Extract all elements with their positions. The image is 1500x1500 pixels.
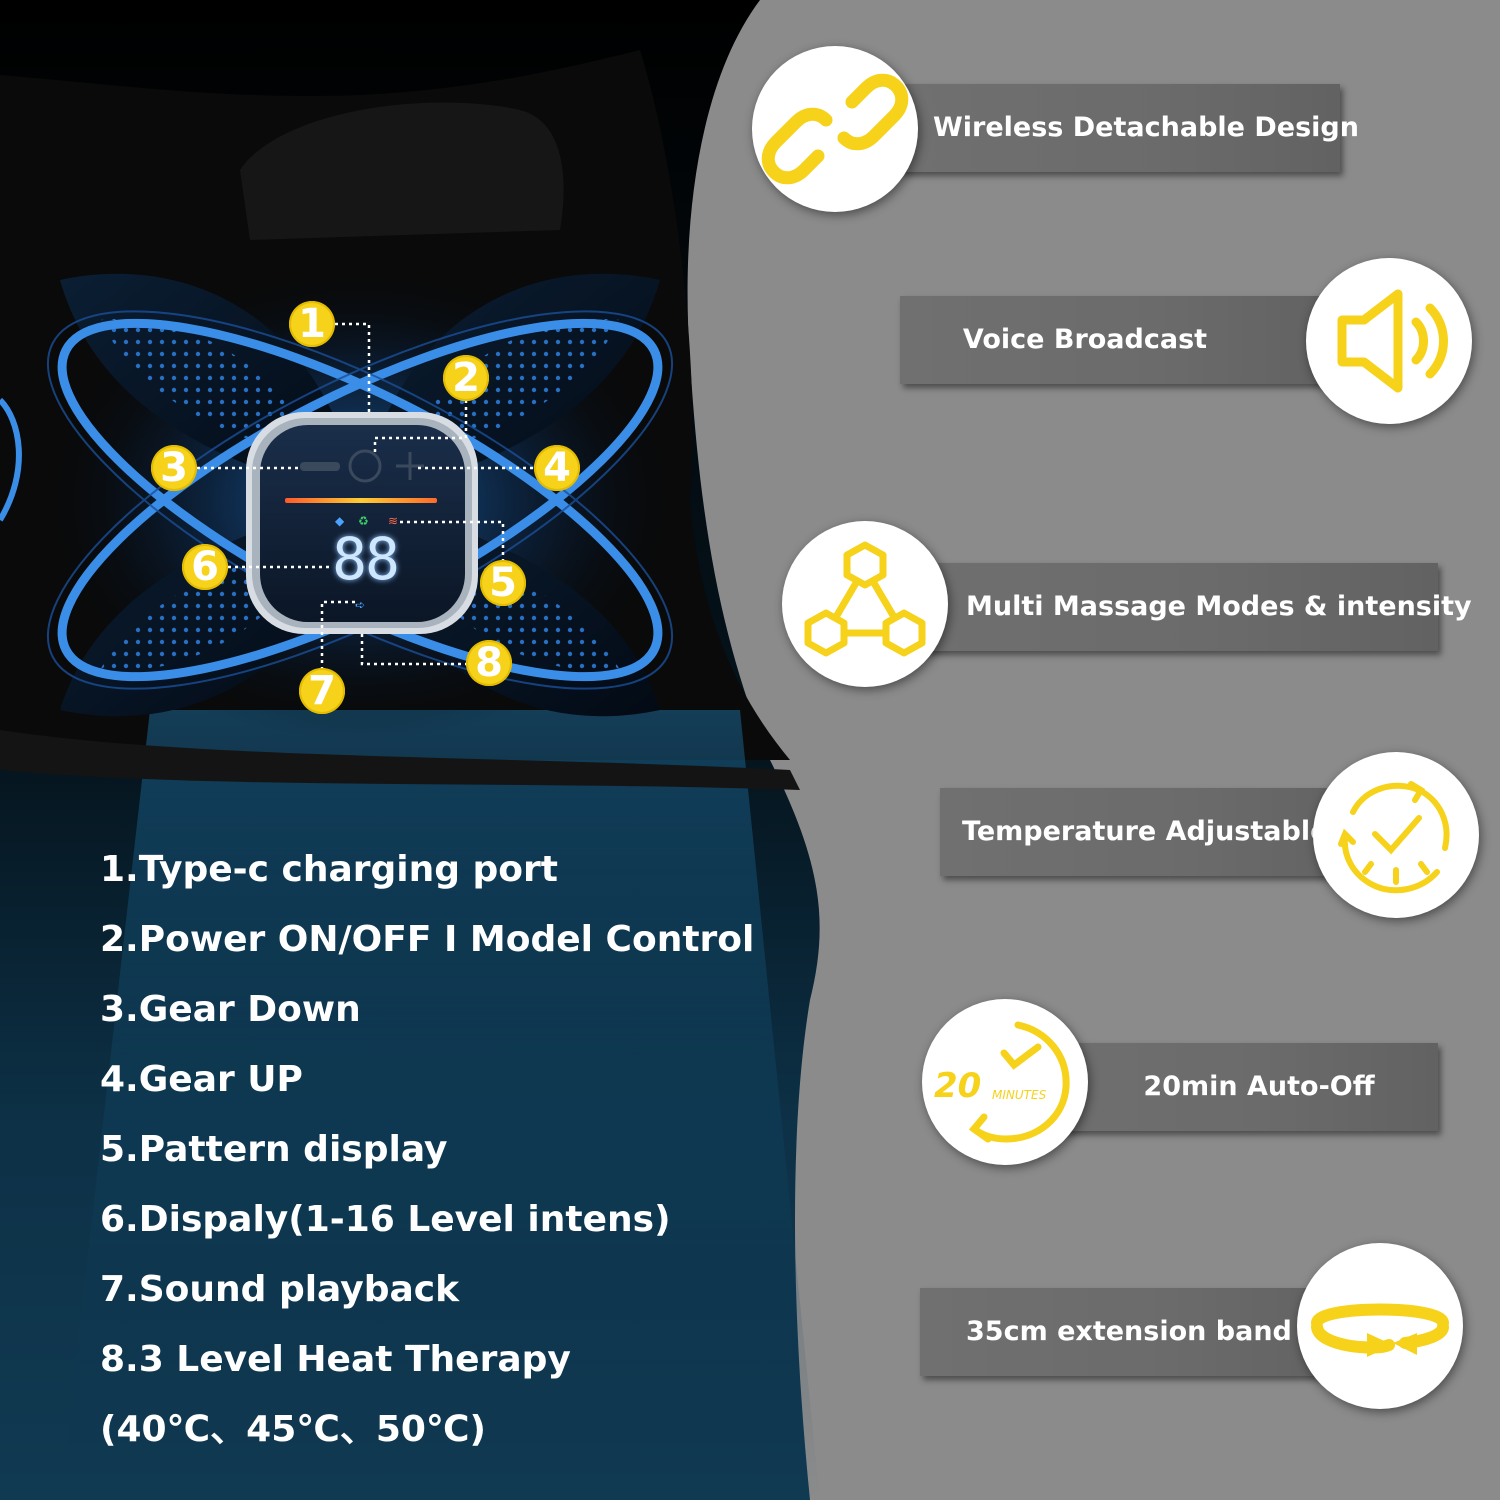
feature-circle-extension — [1297, 1243, 1463, 1409]
spec-item: 8.3 Level Heat Therapy — [100, 1339, 571, 1380]
spec-item: 6.Dispaly(1-16 Level intens) — [100, 1199, 671, 1240]
feature-circle-modes — [782, 521, 948, 687]
callout-8: 8 — [466, 640, 512, 686]
svg-text:➪: ➪ — [355, 598, 365, 612]
feature-banner-temperature: Temperature Adjustable — [940, 788, 1360, 876]
spec-item: 5.Pattern display — [100, 1129, 448, 1170]
feature-banner-wireless: Wireless Detachable Design — [900, 84, 1359, 172]
timer-20-minutes-icon: 20 MINUTES — [934, 1021, 1070, 1143]
feature-circle-voice — [1306, 258, 1472, 424]
spec-item: 4.Gear UP — [100, 1059, 303, 1100]
svg-text:◆: ◆ — [335, 514, 345, 528]
feature-circle-temperature — [1313, 752, 1479, 918]
speaker-icon — [1337, 289, 1448, 393]
feature-circle-wireless — [752, 46, 918, 212]
callout-5: 5 — [480, 560, 526, 606]
spec-item: 2.Power ON/OFF I Model Control — [100, 919, 755, 960]
feature-banner-extension: 35cm extension band — [920, 1288, 1340, 1376]
timer-unit: MINUTES — [992, 1088, 1047, 1102]
feature-spec-list: 1.Type-c charging port 2.Power ON/OFF I … — [100, 840, 754, 1470]
hexagon-network-icon — [804, 541, 926, 657]
timer-number: 20 — [934, 1066, 981, 1106]
callout-7: 7 — [299, 668, 345, 714]
svg-text:≋: ≋ — [388, 514, 398, 528]
spec-item: 3.Gear Down — [100, 989, 361, 1030]
band-loop-icon — [1311, 1303, 1449, 1357]
lcd-display-value: 88 — [332, 525, 400, 593]
callout-6: 6 — [182, 544, 228, 590]
svg-text:♻: ♻ — [358, 514, 369, 528]
callout-2: 2 — [443, 355, 489, 401]
spec-item: 7.Sound playback — [100, 1269, 460, 1310]
feature-banner-voice: Voice Broadcast — [900, 296, 1330, 384]
spec-item: 1.Type-c charging port — [100, 849, 558, 890]
feature-banner-modes: Multi Massage Modes & intensity — [860, 563, 1472, 651]
spec-item: (40℃、45℃、50℃) — [100, 1409, 486, 1450]
clock-check-icon — [1338, 781, 1450, 894]
link-icon — [761, 73, 909, 185]
callout-3: 3 — [151, 445, 197, 491]
callout-1: 1 — [289, 301, 335, 347]
callout-4: 4 — [534, 445, 580, 491]
feature-circle-autooff: 20 MINUTES — [922, 999, 1088, 1165]
